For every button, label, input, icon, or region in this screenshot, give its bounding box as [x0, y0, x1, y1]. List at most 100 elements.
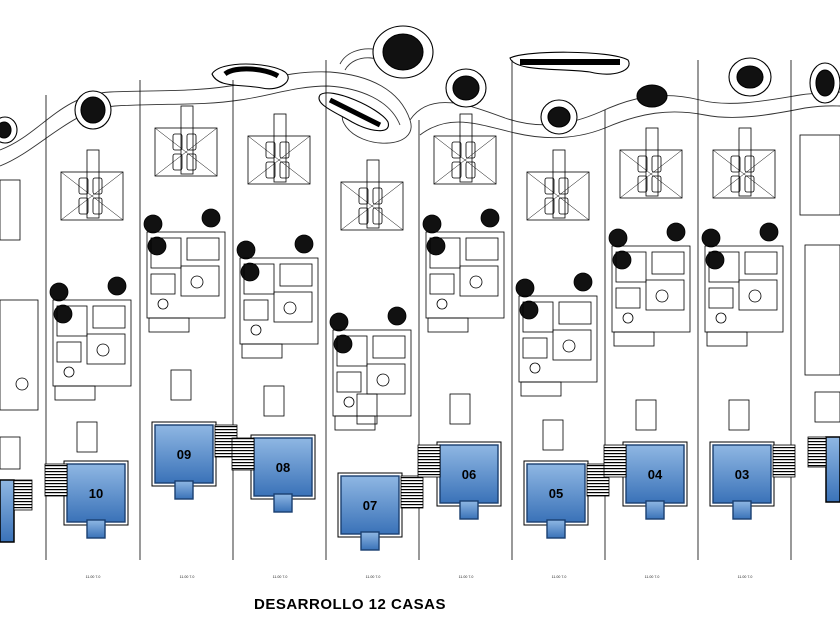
car-icon [637, 175, 648, 193]
lot-dimension-label: 11.00 7.0 [645, 575, 660, 579]
sun-loungers [417, 444, 441, 478]
lot-number: 09 [177, 447, 191, 462]
lot-dimension-label: 11.00 7.0 [552, 575, 567, 579]
room [558, 301, 592, 325]
lot-number: 04 [648, 467, 663, 482]
deck-patch [542, 419, 564, 451]
car-icon [451, 141, 462, 159]
deck-patch [356, 393, 378, 425]
car-icon [186, 153, 197, 171]
car-icon [637, 155, 648, 173]
table-icon [343, 396, 355, 408]
sun-loungers [44, 463, 68, 497]
landscape-trees [0, 25, 840, 144]
car-icon [558, 177, 569, 195]
lot-dimension-label: 11.00 7.0 [738, 575, 753, 579]
lot-09: 09 11.00 7.0 [143, 105, 238, 579]
car-icon [172, 133, 183, 151]
garage-roof-lines [247, 135, 311, 185]
pool [154, 424, 214, 484]
room [615, 287, 641, 309]
room [366, 363, 406, 395]
pool-step [732, 500, 752, 520]
deck-patch [635, 399, 657, 431]
room [336, 371, 362, 393]
car-icon [744, 155, 755, 173]
garage-roof-lines [712, 149, 776, 199]
garage-roof-lines [433, 135, 497, 185]
car-icon [372, 207, 383, 225]
room [465, 237, 499, 261]
lot-number: 05 [549, 486, 563, 501]
car-icon [92, 177, 103, 195]
room [738, 279, 778, 311]
pool-step [174, 480, 194, 500]
deck-patch [728, 399, 750, 431]
partial-lot-left [0, 179, 39, 543]
terrace [54, 385, 96, 401]
lot-dimension-label: 11.00 7.0 [459, 575, 474, 579]
terrace [334, 415, 376, 431]
dining-table-icon [283, 301, 297, 315]
room [645, 279, 685, 311]
car-icon [544, 177, 555, 195]
terrace [427, 317, 469, 333]
car-icon [651, 175, 662, 193]
car-icon [78, 197, 89, 215]
room [336, 335, 368, 367]
tree-icon [107, 276, 127, 296]
car-icon [78, 177, 89, 195]
dining-table-icon [96, 343, 110, 357]
car-icon [465, 161, 476, 179]
garage [154, 127, 218, 177]
car-icon [744, 175, 755, 193]
service-block [86, 149, 100, 219]
tree-icon [612, 250, 632, 270]
table-icon [529, 362, 541, 374]
service-block [180, 105, 194, 175]
tree-icon [143, 214, 163, 234]
partial-lot-right [799, 134, 840, 503]
tree-icon [426, 236, 446, 256]
pool-step [86, 519, 106, 539]
tree-icon [147, 236, 167, 256]
lot-number: 10 [89, 486, 103, 501]
room [150, 273, 176, 295]
room [522, 337, 548, 359]
table-icon [715, 312, 727, 324]
garage [60, 171, 124, 221]
room [186, 237, 220, 261]
sun-loungers [603, 444, 627, 478]
car-icon [544, 197, 555, 215]
garage-roof-lines [526, 171, 590, 221]
table-icon [63, 366, 75, 378]
dining-table-icon [190, 275, 204, 289]
car-icon [730, 155, 741, 173]
car-icon [279, 141, 290, 159]
tree-icon [236, 240, 256, 260]
lot-dimension-label: 11.00 7.0 [273, 575, 288, 579]
lot-dimension-label: 11.00 7.0 [180, 575, 195, 579]
tree-icon [387, 306, 407, 326]
car-icon [279, 161, 290, 179]
room [243, 299, 269, 321]
room [651, 251, 685, 275]
sun-loungers [231, 437, 255, 471]
room [56, 305, 88, 337]
tree-icon [480, 208, 500, 228]
tree-icon [240, 262, 260, 282]
room [150, 237, 182, 269]
pool-step [645, 500, 665, 520]
pool [340, 475, 400, 535]
tree-icon [49, 282, 69, 302]
lot-dimension-label: 11.00 7.0 [366, 575, 381, 579]
garage [712, 149, 776, 199]
lot-number: 06 [462, 467, 476, 482]
car-icon [265, 141, 276, 159]
lot-boundaries [45, 60, 792, 560]
garage [619, 149, 683, 199]
car-icon [730, 175, 741, 193]
room [615, 251, 647, 283]
room [273, 291, 313, 323]
